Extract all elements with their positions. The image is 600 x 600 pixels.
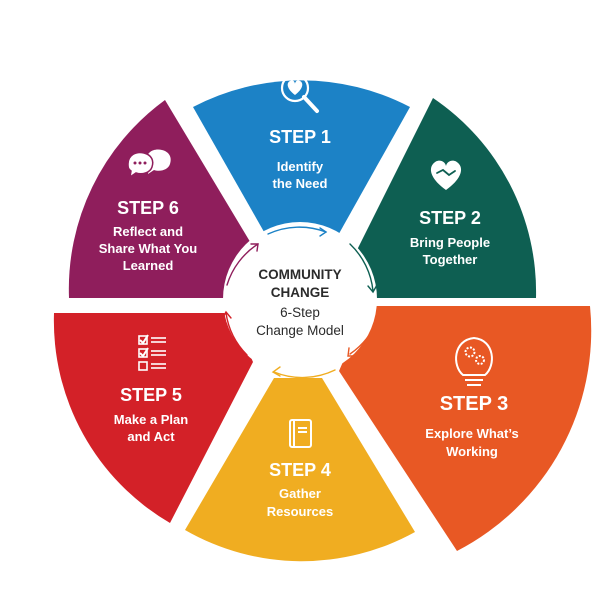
center-title-line2: CHANGE bbox=[271, 285, 330, 300]
center-circle bbox=[223, 222, 377, 376]
step-5-desc-line1: Make a Plan bbox=[114, 412, 188, 427]
step-6-desc-line1: Reflect and bbox=[113, 224, 183, 239]
step-5-desc-line2: and Act bbox=[127, 429, 175, 444]
center-title-line1: COMMUNITY bbox=[258, 267, 341, 282]
cycle-arrow-step4 bbox=[271, 366, 336, 379]
step-6-segment bbox=[68, 100, 255, 298]
step-5-title: STEP 5 bbox=[120, 385, 182, 405]
step-1-desc-line2: the Need bbox=[273, 176, 328, 191]
step-6-title: STEP 6 bbox=[117, 198, 179, 218]
cycle-arrow-step3 bbox=[347, 317, 379, 357]
step-3-segment bbox=[339, 306, 592, 551]
cycle-arrow-step1 bbox=[267, 226, 328, 237]
step-1-title: STEP 1 bbox=[269, 127, 331, 147]
step-4-title: STEP 4 bbox=[269, 460, 331, 480]
wheel-segments bbox=[53, 80, 592, 562]
speech-bubbles-icon bbox=[127, 149, 171, 179]
center-subtitle-line2: Change Model bbox=[256, 323, 344, 338]
step-2-segment bbox=[357, 98, 537, 298]
step-3-desc-line1: Explore What’s bbox=[425, 426, 518, 441]
center-hub: COMMUNITY CHANGE 6-Step Change Model bbox=[221, 222, 379, 379]
step-2-group: STEP 2 Bring People Together bbox=[410, 160, 490, 267]
step-2-desc-line1: Bring People bbox=[410, 235, 490, 250]
lightbulb-gears-icon bbox=[455, 336, 493, 386]
cycle-arrow-step2 bbox=[349, 243, 378, 294]
step-5-segment bbox=[53, 313, 253, 523]
heart-handshake-icon bbox=[430, 160, 462, 190]
step-6-desc-line2: Share What You bbox=[99, 241, 198, 256]
cycle-arrow-step6 bbox=[226, 243, 259, 286]
step-6-desc-line3: Learned bbox=[123, 258, 174, 273]
checklist-icon bbox=[138, 334, 166, 371]
step-5-group: STEP 5 Make a Plan and Act bbox=[114, 334, 188, 444]
step-1-desc-line1: Identify bbox=[277, 159, 324, 174]
step-2-title: STEP 2 bbox=[419, 208, 481, 228]
heart-magnifier-icon bbox=[280, 73, 319, 113]
step-4-segment bbox=[185, 378, 415, 562]
cycle-arrow-step5 bbox=[221, 310, 248, 356]
book-icon bbox=[289, 419, 312, 448]
center-subtitle-line1: 6-Step bbox=[280, 305, 320, 320]
cycle-arrows bbox=[221, 226, 379, 379]
step-1-group: STEP 1 Identify the Need bbox=[269, 73, 331, 191]
step-3-title: STEP 3 bbox=[440, 393, 509, 415]
step-1-segment bbox=[193, 80, 410, 235]
step-2-desc-line2: Together bbox=[423, 252, 478, 267]
step-4-desc-line1: Gather bbox=[279, 486, 321, 501]
step-4-desc-line2: Resources bbox=[267, 504, 333, 519]
step-3-group: STEP 3 Explore What’s Working bbox=[425, 336, 519, 459]
step-6-group: STEP 6 Reflect and Share What You Learne… bbox=[99, 149, 198, 273]
step-4-group: STEP 4 Gather Resources bbox=[267, 419, 333, 519]
step-3-desc-line2: Working bbox=[446, 444, 498, 459]
